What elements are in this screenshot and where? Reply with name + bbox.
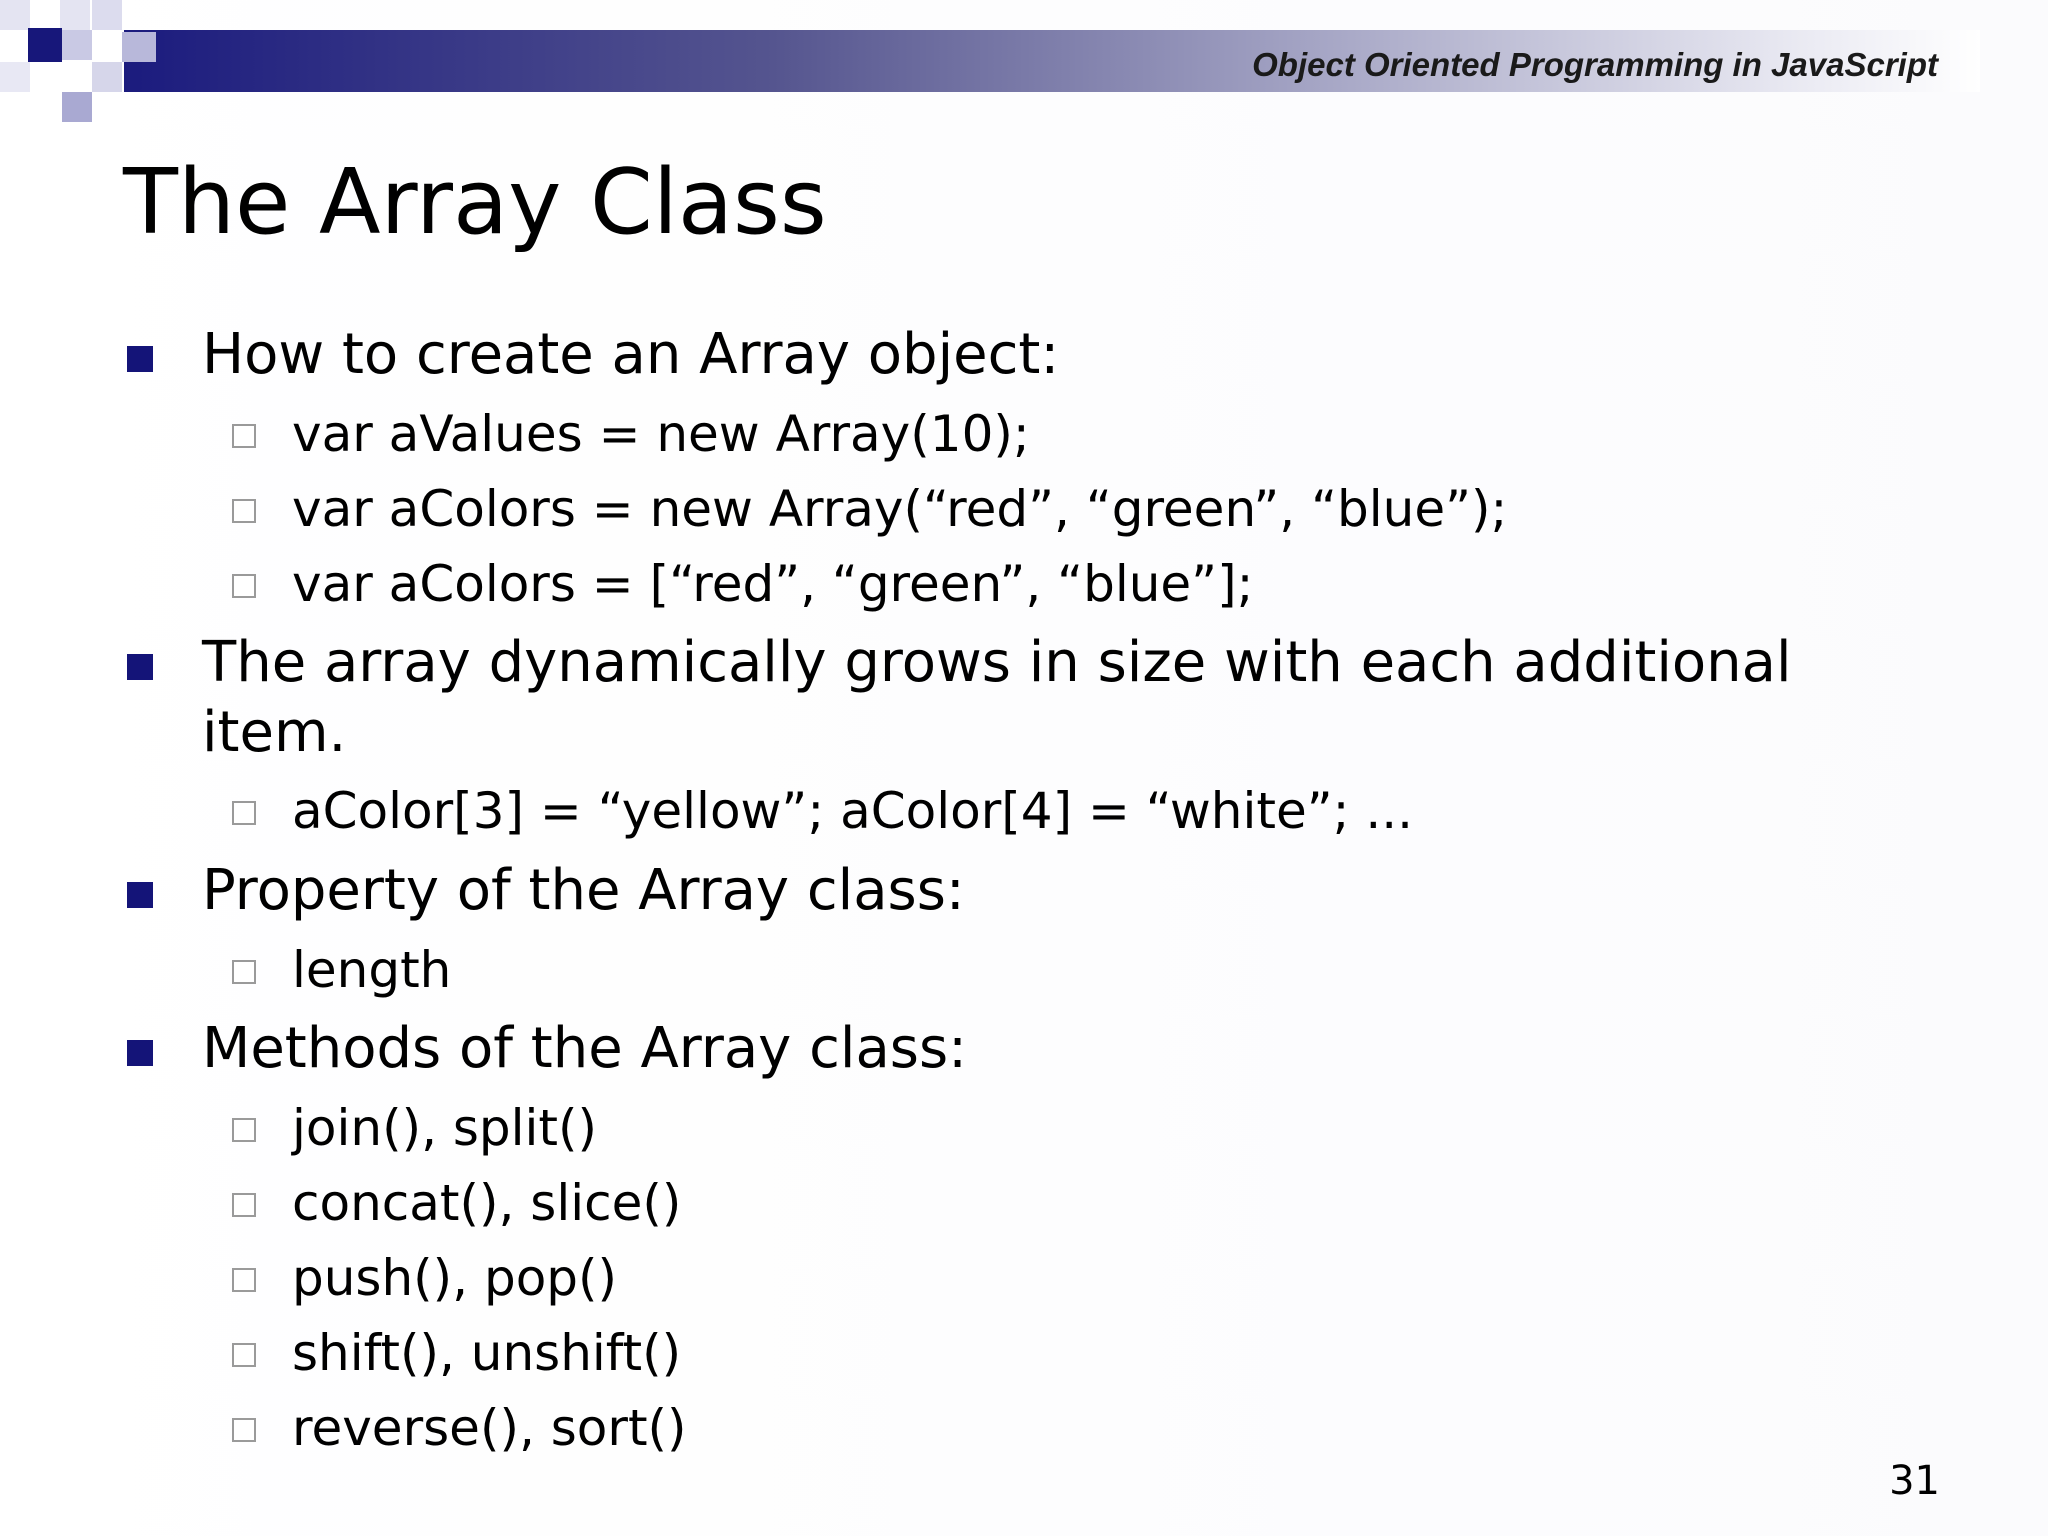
sub-bullet-text: shift(), unshift() [292,1324,682,1382]
slide-title: The Array Class [123,150,827,255]
bullet-marker [127,1040,153,1066]
bullet-marker [127,346,153,372]
sub-bullet-marker [232,424,256,448]
decor-square [62,30,92,60]
bullet-marker [127,654,153,680]
decor-square [28,28,62,62]
sub-bullet-text: var aValues = new Array(10); [292,405,1030,463]
bullet-text: Property of the Array class: [202,858,965,923]
bullet-text: How to create an Array object: [202,322,1060,387]
sub-bullet-text: aColor[3] = “yellow”; aColor[4] = “white… [292,782,1414,840]
sub-bullet-marker [232,960,256,984]
sub-bullet-marker [232,499,256,523]
sub-bullet-text: concat(), slice() [292,1174,682,1232]
sub-bullet-text: push(), pop() [292,1249,618,1307]
sub-bullet-text: var aColors = new Array(“red”, “green”, … [292,480,1508,538]
sub-bullet-marker [232,1343,256,1367]
sub-bullet-marker [232,1193,256,1217]
sub-bullet-text: var aColors = [“red”, “green”, “blue”]; [292,555,1254,613]
decor-square [62,92,92,122]
sub-bullet-marker [232,1268,256,1292]
decor-square [60,0,90,30]
decor-square [0,0,30,30]
course-title: Object Oriented Programming in JavaScrip… [1252,46,1938,83]
decor-square [122,32,156,62]
sub-bullet-text: length [292,941,452,999]
sub-bullet-marker [232,801,256,825]
bullet-text-continuation: item. [202,700,347,765]
decor-square [0,62,30,92]
bullet-marker [127,882,153,908]
bullet-text: The array dynamically grows in size with… [202,630,1792,695]
header-bar [124,30,1980,92]
sub-bullet-text: join(), split() [292,1099,598,1157]
decor-square [92,62,122,92]
sub-bullet-marker [232,1118,256,1142]
decor-square [92,0,122,30]
page-number: 31 [1889,1458,1940,1504]
bullet-text: Methods of the Array class: [202,1016,967,1081]
sub-bullet-text: reverse(), sort() [292,1399,687,1457]
sub-bullet-marker [232,1418,256,1442]
sub-bullet-marker [232,574,256,598]
